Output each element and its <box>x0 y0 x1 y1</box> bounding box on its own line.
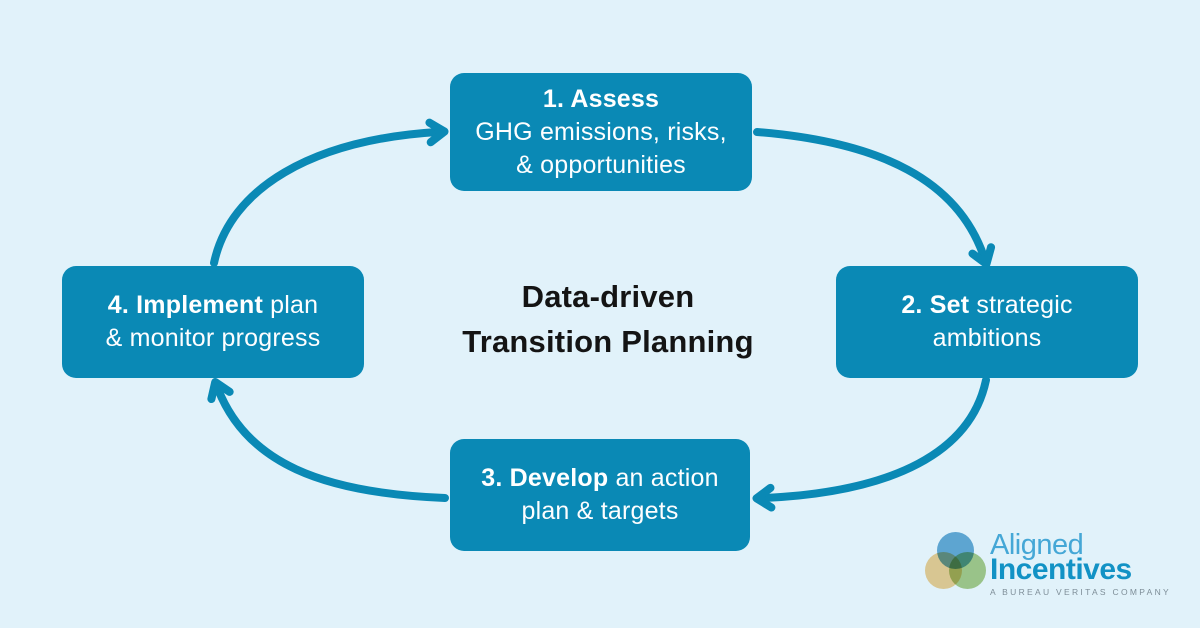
arrow-step2-to-step3 <box>752 376 990 512</box>
step-box-4-implement: 4. Implement plan & monitor progress <box>62 266 364 378</box>
step-4-text-line: 4. Implement plan <box>107 291 319 319</box>
company-logo: Aligned Incentives A BUREAU VERITAS COMP… <box>924 530 1171 597</box>
arrow-step4-to-step1 <box>210 118 449 267</box>
step-3-text-line: 3. Develop an action <box>481 464 719 492</box>
diagram-title-line-1: Data-driven <box>521 279 695 314</box>
diagram-title-line-2: Transition Planning <box>462 324 754 359</box>
step-1-title: 1. Assess <box>542 84 660 113</box>
arrow-step1-to-step2 <box>753 128 996 269</box>
logo-circle-green-icon <box>949 552 986 589</box>
logo-name-line-1: Aligned <box>990 529 1084 561</box>
step-box-2-set: 2. Set strategic ambitions <box>836 266 1138 378</box>
step-box-1-assess: 1. Assess GHG emissions, risks, & opport… <box>450 73 752 191</box>
diagram-title: Data-driven Transition Planning <box>408 274 808 364</box>
logo-tricircle-icon <box>924 530 990 592</box>
step-2-text-line: ambitions <box>932 324 1042 352</box>
step-2-text-line: 2. Set strategic <box>901 291 1073 319</box>
step-3-text-line: plan & targets <box>521 497 679 525</box>
logo-tagline: A BUREAU VERITAS COMPANY <box>990 587 1171 597</box>
step-box-3-develop: 3. Develop an action plan & targets <box>450 439 750 551</box>
step-4-text-line: & monitor progress <box>105 324 321 352</box>
step-1-text-line: & opportunities <box>516 150 686 179</box>
logo-wordmark: Aligned Incentives A BUREAU VERITAS COMP… <box>990 529 1171 598</box>
step-1-text-line: GHG emissions, risks, <box>475 117 727 146</box>
arrow-step3-to-step4 <box>207 377 449 502</box>
logo-name-line-2: Incentives <box>990 553 1132 586</box>
